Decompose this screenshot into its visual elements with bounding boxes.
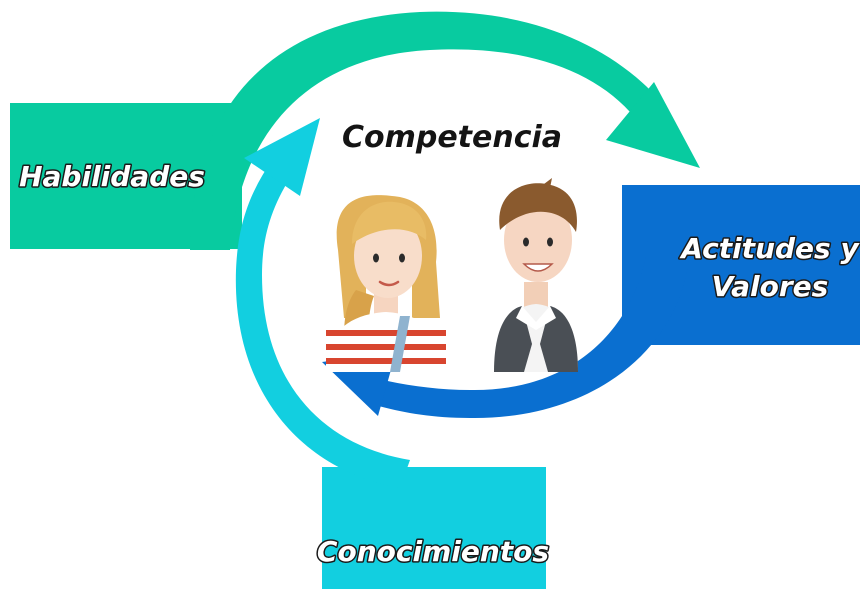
habilidades-arc [190,11,650,251]
habilidades-arrowhead [606,82,700,168]
actitudes-arc [375,240,690,419]
label-habilidades: Habilidades [19,160,205,193]
girl-illustration [326,195,446,372]
label-conocimientos: Conocimientos [317,535,549,568]
boy-illustration [494,178,578,372]
conocimientos-arc [235,160,410,488]
title-competencia: Competencia [342,120,562,155]
label-actitudes-line2: Valores [712,270,829,303]
conocimientos-arrowhead [244,118,320,196]
label-actitudes-line1: Actitudes y [679,232,860,265]
conocimientos-box [322,467,546,589]
habilidades-block [10,11,700,251]
conocimientos-block [235,118,546,589]
actitudes-block [322,185,860,419]
